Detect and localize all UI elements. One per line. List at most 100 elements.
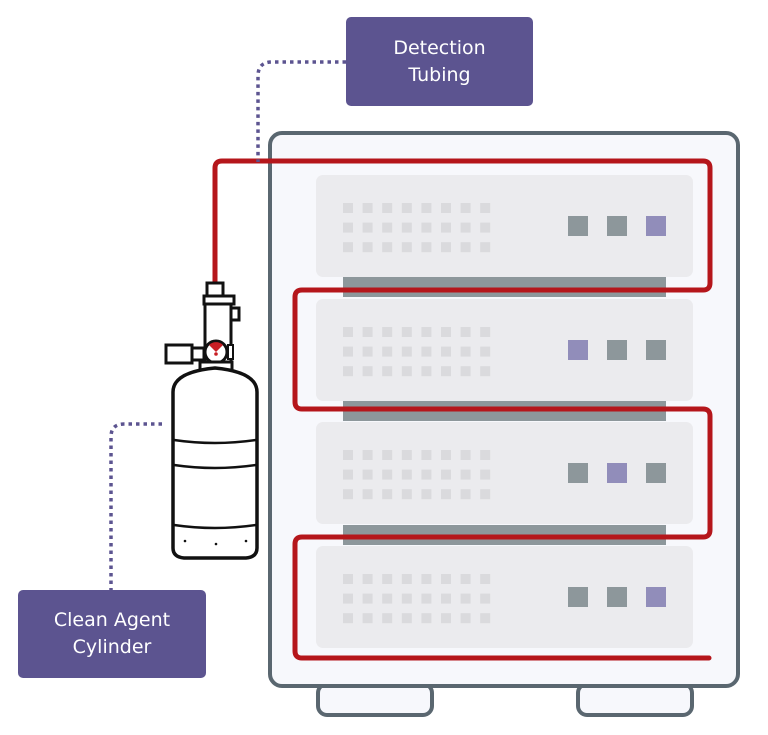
- vent-hole: [382, 450, 393, 460]
- server-unit: [316, 299, 693, 401]
- vent-hole: [480, 327, 491, 337]
- vent-hole: [480, 222, 491, 233]
- vent-hole: [343, 613, 353, 624]
- vent-hole: [460, 593, 471, 604]
- vent-hole: [441, 469, 451, 480]
- status-led-purple: [646, 587, 666, 607]
- vent-hole: [480, 242, 491, 253]
- vent-hole: [460, 346, 471, 357]
- status-led-gray: [568, 587, 588, 607]
- status-led-gray: [646, 340, 666, 360]
- vent-hole: [382, 489, 393, 500]
- detection-tubing-label-line2: Tubing: [408, 63, 471, 86]
- vent-hole: [382, 327, 393, 337]
- fire-suppression-cylinder-icon: [164, 281, 259, 560]
- vent-hole: [382, 203, 393, 213]
- vent-hole: [480, 593, 491, 604]
- vent-hole: [343, 327, 353, 337]
- status-led-gray: [568, 463, 588, 483]
- vent-hole: [480, 574, 491, 584]
- vent-hole: [441, 593, 451, 604]
- rack-feet: [316, 682, 694, 717]
- vent-hole: [460, 327, 471, 337]
- detection-tubing-label-line1: Detection: [393, 36, 486, 59]
- vent-hole: [401, 327, 412, 337]
- vent-hole: [343, 469, 353, 480]
- server-unit: [316, 422, 693, 524]
- vent-hole: [362, 574, 373, 584]
- vent-hole: [382, 469, 393, 480]
- vent-hole: [362, 203, 373, 213]
- detection-tubing-label: Detection Tubing: [346, 17, 533, 106]
- vent-hole: [421, 346, 432, 357]
- vent-hole: [343, 489, 353, 500]
- vent-hole: [362, 366, 373, 377]
- server-units: [316, 175, 693, 648]
- vent-hole: [441, 346, 451, 357]
- vent-hole: [480, 203, 491, 213]
- vent-hole: [441, 574, 451, 584]
- vent-hole: [480, 469, 491, 480]
- clean-agent-cylinder-label-line1: Clean Agent: [53, 609, 171, 631]
- vent-hole: [362, 489, 373, 500]
- vent-hole: [343, 574, 353, 584]
- vent-hole: [343, 593, 353, 604]
- vent-hole: [421, 366, 432, 377]
- vent-hole: [382, 346, 393, 357]
- vent-hole: [460, 242, 471, 253]
- clean-agent-cylinder-label: Clean Agent Cylinder: [18, 590, 206, 678]
- status-led-purple: [568, 340, 588, 360]
- vent-hole: [460, 613, 471, 624]
- status-led-gray: [646, 463, 666, 483]
- server-unit: [316, 546, 693, 648]
- vent-hole: [382, 593, 393, 604]
- vent-hole: [460, 366, 471, 377]
- status-led-purple: [646, 216, 666, 236]
- clean-agent-cylinder-label-line2: Cylinder: [72, 636, 152, 658]
- status-led-gray: [607, 216, 627, 236]
- vent-hole: [441, 203, 451, 213]
- vent-hole: [382, 613, 393, 624]
- vent-hole: [441, 613, 451, 624]
- rack-foot-left: [316, 682, 434, 717]
- vent-hole: [362, 327, 373, 337]
- vent-hole: [401, 242, 412, 253]
- vent-hole: [480, 346, 491, 357]
- vent-hole: [421, 450, 432, 460]
- vent-hole: [480, 366, 491, 377]
- vent-hole: [460, 222, 471, 233]
- vent-hole: [362, 346, 373, 357]
- vent-hole: [401, 346, 412, 357]
- vent-hole: [401, 450, 412, 460]
- vent-hole: [362, 222, 373, 233]
- vent-hole: [401, 489, 412, 500]
- vent-hole: [401, 574, 412, 584]
- status-led-gray: [568, 216, 588, 236]
- vent-hole: [421, 574, 432, 584]
- vent-hole: [421, 203, 432, 213]
- vent-hole: [460, 469, 471, 480]
- leader-line-detection: [256, 60, 346, 162]
- vent-hole: [421, 593, 432, 604]
- vent-hole: [480, 450, 491, 460]
- vent-hole: [441, 450, 451, 460]
- vent-hole: [343, 203, 353, 213]
- vent-hole: [343, 222, 353, 233]
- status-led-purple: [607, 463, 627, 483]
- vent-hole: [382, 222, 393, 233]
- detection-tubing-line: [212, 158, 713, 661]
- vent-hole: [460, 489, 471, 500]
- vent-hole: [480, 613, 491, 624]
- vent-hole: [441, 366, 451, 377]
- vent-hole: [382, 366, 393, 377]
- server-unit: [316, 175, 693, 277]
- vent-hole: [401, 613, 412, 624]
- vent-hole: [343, 346, 353, 357]
- vent-hole: [401, 366, 412, 377]
- vent-hole: [441, 222, 451, 233]
- vent-hole: [343, 366, 353, 377]
- vent-hole: [343, 450, 353, 460]
- vent-hole: [401, 593, 412, 604]
- vent-hole: [362, 242, 373, 253]
- vent-hole: [421, 327, 432, 337]
